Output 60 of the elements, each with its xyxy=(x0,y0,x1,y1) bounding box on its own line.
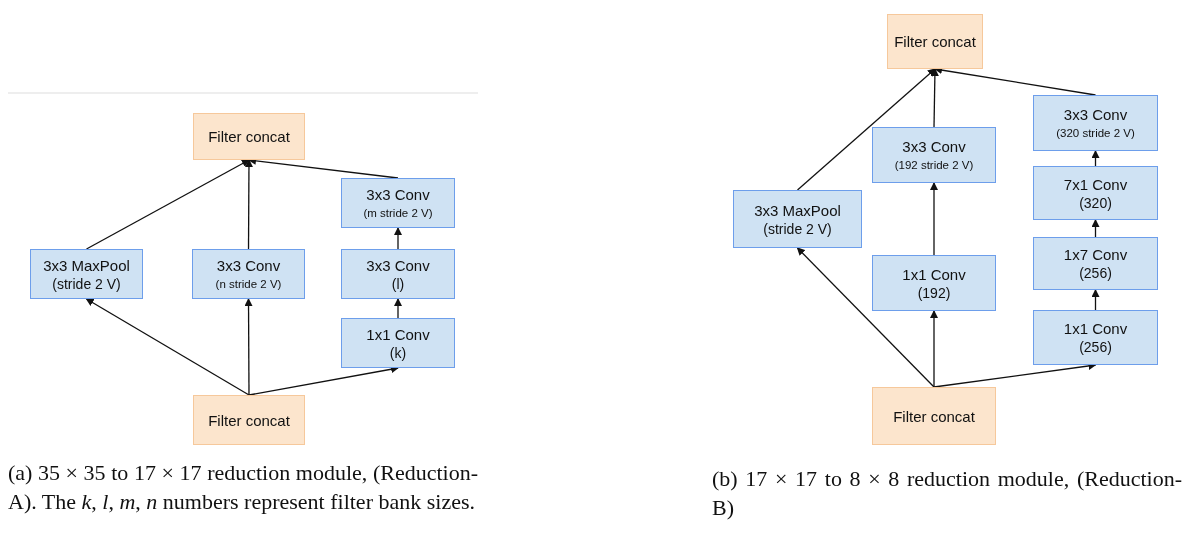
layer-box xyxy=(1033,166,1158,220)
layer-name: 3x3 Conv xyxy=(1063,104,1128,124)
layer-name: 1x7 Conv xyxy=(1063,245,1128,264)
layer-params: (320 stride 2 V) xyxy=(1056,125,1135,141)
concat-box xyxy=(193,113,305,160)
arrow xyxy=(796,68,936,191)
layer-params: (m stride 2 V) xyxy=(363,205,433,221)
arrow xyxy=(930,182,938,256)
arrow xyxy=(244,298,253,396)
layer-name: 1x1 Conv xyxy=(902,264,966,284)
layer-name: 1x1 Conv xyxy=(366,324,430,344)
layer-name: Filter concat xyxy=(894,32,976,51)
layer-name: 3x3 MaxPool xyxy=(43,255,130,275)
arrow xyxy=(85,159,250,250)
layer-params: (n stride 2 V) xyxy=(215,276,282,292)
layer-params: (l) xyxy=(391,274,405,293)
arrow xyxy=(796,247,935,388)
layer-name: 3x3 Conv xyxy=(366,255,430,275)
figure-caption: (b) 17 × 17 to 8 × 8 reduction module, (Reduction-B) xyxy=(712,465,1182,522)
arrow xyxy=(1091,289,1100,311)
arrow xyxy=(244,159,253,250)
layer-box xyxy=(1033,95,1158,151)
layer-params: (stride 2 V) xyxy=(52,274,121,293)
layer-box xyxy=(872,255,996,311)
arrow xyxy=(930,68,939,128)
layer-params: (192) xyxy=(917,283,951,302)
layer-box xyxy=(341,249,455,299)
arrow xyxy=(394,227,402,250)
layer-params: (stride 2 V) xyxy=(763,219,832,238)
concat-box xyxy=(887,14,983,69)
arrow xyxy=(85,298,250,396)
layer-name: 3x3 MaxPool xyxy=(754,200,841,220)
concat-box xyxy=(193,395,305,445)
layer-box xyxy=(872,127,996,183)
layer-name: 7x1 Conv xyxy=(1063,174,1128,194)
layer-params: (320) xyxy=(1079,193,1112,212)
concat-box xyxy=(872,387,996,445)
layer-box xyxy=(341,178,455,228)
layer-name: 1x1 Conv xyxy=(1063,319,1128,338)
layer-box xyxy=(1033,310,1158,365)
arrow xyxy=(930,310,938,388)
layer-name: Filter concat xyxy=(893,406,975,426)
layer-name: 3x3 Conv xyxy=(216,255,281,275)
arrow xyxy=(394,298,402,319)
layer-params: (k) xyxy=(389,343,407,362)
layer-params: (192 stride 2 V) xyxy=(894,157,974,173)
arrow xyxy=(1091,219,1100,238)
layer-params: (256) xyxy=(1079,264,1112,282)
layer-params: (256) xyxy=(1079,338,1112,356)
layer-name: Filter concat xyxy=(208,127,290,146)
layer-box xyxy=(192,249,305,299)
layer-box xyxy=(1033,237,1158,290)
arrow xyxy=(1091,150,1100,167)
figure-caption: (a) 35 × 35 to 17 × 17 reduction module, (Reduction-A). The k, l, m, n numbers represent filter bank sizes. xyxy=(8,459,478,516)
layer-box xyxy=(341,318,455,368)
layer-box xyxy=(733,190,862,248)
layer-name: 3x3 Conv xyxy=(366,184,430,204)
layer-box xyxy=(30,249,143,299)
layer-name: 3x3 Conv xyxy=(902,136,966,156)
layer-name: Filter concat xyxy=(208,410,290,430)
